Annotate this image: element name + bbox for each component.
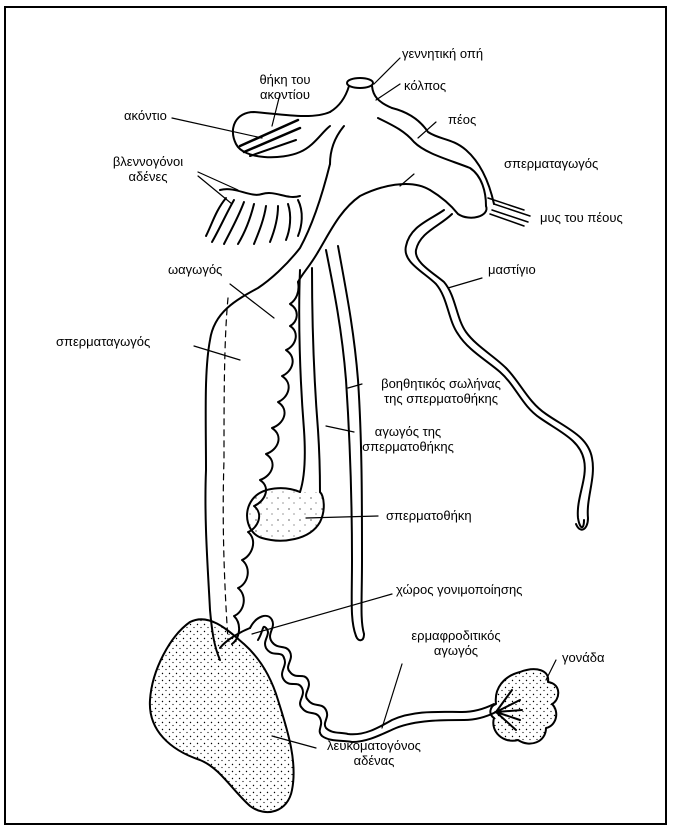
label-spermatheca-duct-line2: σπερματοθήκης <box>346 439 470 454</box>
flagellum-shape <box>406 210 593 530</box>
label-flagellum: μαστίγιο <box>488 262 536 277</box>
label-mucous-glands: βλεννογόνοι αδένες <box>98 154 198 184</box>
label-aux-tube-line2: της σπερματοθήκης <box>366 391 516 406</box>
label-aux-tube-line1: βοηθητικός σωλήνας <box>366 376 516 391</box>
spermatheca-duct-shape <box>299 268 320 492</box>
dart-sac-shape <box>172 112 330 157</box>
label-vagina: κόλπος <box>404 78 446 93</box>
gonad-shape <box>490 669 558 743</box>
label-mucous-glands-line1: βλεννογόνοι <box>98 154 198 169</box>
label-hermaphrodite-duct-line1: ερμαφροδιτικός <box>396 628 516 643</box>
oviduct-column-shape <box>205 164 330 660</box>
label-vas-deferens-top: σπερματαγωγός <box>504 156 598 171</box>
mucous-glands-shape <box>198 172 302 244</box>
label-oviduct: ωαγωγός <box>168 262 222 277</box>
label-albumen-gland-line2: αδένας <box>314 753 434 768</box>
label-albumen-gland: λευκοματογόνος αδένας <box>314 738 434 768</box>
label-spermatheca-duct-line1: αγωγός της <box>346 424 470 439</box>
vas-deferens-upper-shape <box>318 126 430 252</box>
albumen-gland-shape <box>150 619 294 812</box>
label-genital-opening: γεννητική οπή <box>402 46 483 61</box>
label-spermatheca-duct: αγωγός της σπερματοθήκης <box>346 424 470 454</box>
label-penis: πέος <box>448 112 476 127</box>
label-gonad: γονάδα <box>562 650 605 665</box>
label-fertilization-chamber: χώρος γονιμοποίησης <box>396 582 522 597</box>
label-hermaphrodite-duct-line2: αγωγός <box>396 643 516 658</box>
label-aux-tube: βοηθητικός σωλήνας της σπερματοθήκης <box>366 376 516 406</box>
label-dart-sac: θήκη του ακοντίου <box>230 72 340 102</box>
label-hermaphrodite-duct: ερμαφροδιτικός αγωγός <box>396 628 516 658</box>
label-dart: ακόντιο <box>124 108 167 123</box>
label-sperm-duct-left: σπερματαγωγός <box>56 334 150 349</box>
label-spermatheca: σπερματοθήκη <box>386 508 472 523</box>
label-penis-muscle: μυς του πέους <box>540 210 623 225</box>
label-dart-sac-line1: θήκη του <box>230 72 340 87</box>
spermatheca-sac-shape <box>247 488 324 540</box>
label-mucous-glands-line2: αδένες <box>98 169 198 184</box>
label-dart-sac-line2: ακοντίου <box>230 87 340 102</box>
label-albumen-gland-line1: λευκοματογόνος <box>314 738 434 753</box>
